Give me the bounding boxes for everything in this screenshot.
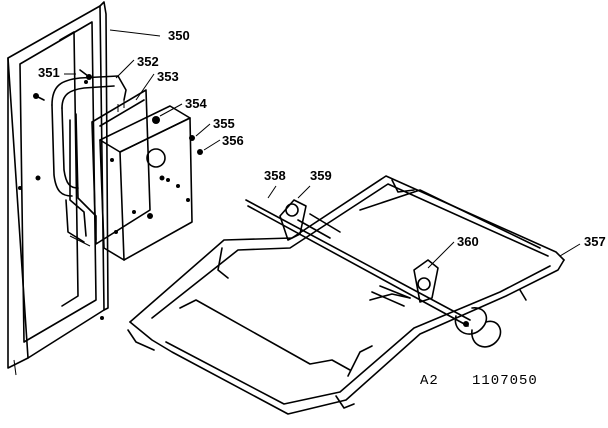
screws (33, 69, 203, 155)
part-label-359: 359 (310, 168, 332, 183)
oven-wall-panel (7, 1, 109, 376)
diagram-code-prefix: A2 (420, 373, 439, 389)
part-label-358: 358 (264, 168, 286, 183)
part-label-353: 353 (157, 69, 179, 84)
spit-rod (245, 199, 502, 348)
motor-box (99, 105, 193, 261)
leader-lines (64, 29, 581, 269)
part-label-360: 360 (457, 234, 479, 249)
part-label-356: 356 (222, 133, 244, 148)
motor-bracket (51, 75, 127, 247)
rotisserie-rack (127, 175, 565, 415)
part-label-350: 350 (168, 28, 190, 43)
part-label-357: 357 (584, 234, 606, 249)
gasket-plate (91, 89, 151, 245)
part-label-352: 352 (137, 54, 159, 69)
part-label-355: 355 (213, 116, 235, 131)
part-label-354: 354 (185, 96, 207, 111)
part-label-351: 351 (38, 65, 60, 80)
diagram-code-number: 1107050 (472, 373, 538, 389)
